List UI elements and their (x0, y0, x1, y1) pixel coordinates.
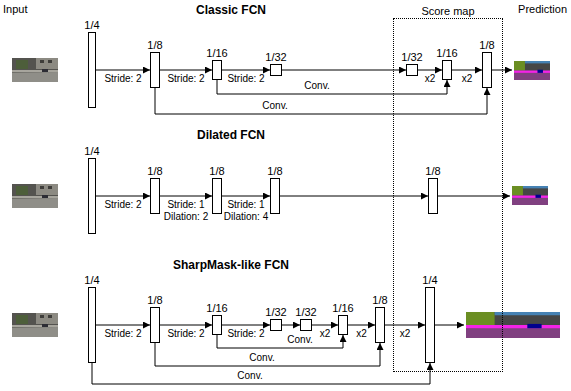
scale-label: 1/4 (84, 19, 99, 31)
row-title: SharpMask-like FCN (173, 258, 289, 272)
connector (160, 325, 212, 326)
edge-label: Stride: 2 (104, 328, 141, 340)
feature-map: 1/8 (212, 178, 222, 214)
feature-map: 1/4 (88, 287, 96, 363)
connector (222, 325, 270, 326)
feature-map: 1/32 (406, 64, 418, 76)
feature-map: 1/16 (212, 60, 222, 80)
connector (222, 196, 270, 197)
scale-label: 1/4 (422, 274, 437, 286)
input-image (12, 58, 58, 82)
score-map-region: Score map1/321/161/81/81/4 (393, 18, 503, 372)
input-image (12, 184, 58, 208)
scale-label: 1/8 (479, 39, 494, 51)
connector (155, 343, 380, 366)
column-header: Prediction (518, 2, 567, 16)
prediction-image (512, 186, 548, 205)
connector (96, 325, 150, 326)
edge-label: x2 (400, 328, 411, 340)
feature-map: 1/4 (88, 32, 96, 108)
output-arrow (435, 325, 464, 326)
scale-label: 1/8 (209, 165, 224, 177)
scale-label: 1/16 (436, 47, 457, 59)
scale-label: 1/32 (295, 306, 316, 318)
feature-map: 1/32 (270, 319, 282, 331)
feature-map: 1/16 (442, 60, 452, 80)
edge-label: Conv. (287, 334, 312, 346)
scale-label: 1/8 (147, 294, 162, 306)
connector (348, 325, 375, 326)
scale-label: 1/32 (265, 51, 286, 63)
edge-label: Stride: 2 (227, 73, 264, 85)
edge-label: Conv. (262, 100, 287, 112)
edge-label: Conv. (237, 370, 262, 382)
edge-label: Stride: 1 Dilation: 2 (161, 199, 211, 223)
connector (155, 88, 487, 114)
scale-label: 1/16 (206, 47, 227, 59)
scale-label: 1/16 (332, 302, 353, 314)
edge-label: x2 (356, 328, 367, 340)
feature-map: 1/4 (88, 158, 96, 234)
edge-label: Stride: 2 (227, 328, 264, 340)
scale-label: 1/8 (267, 165, 282, 177)
feature-map: 1/8 (482, 52, 492, 88)
feature-map: 1/32 (300, 319, 312, 331)
edge-label: Stride: 2 (104, 199, 141, 211)
scale-label: 1/4 (84, 145, 99, 157)
connector (282, 325, 300, 326)
edge-label: x2 (462, 73, 473, 85)
prediction-image (466, 312, 560, 338)
edge-label: Conv. (249, 352, 274, 364)
edge-label: x2 (320, 328, 331, 340)
edge-label: Stride: 2 (167, 73, 204, 85)
connector (312, 325, 338, 326)
edge-label: Stride: 2 (104, 73, 141, 85)
feature-map: 1/8 (375, 307, 385, 343)
output-arrow (438, 196, 510, 197)
connector (96, 70, 150, 71)
feature-map: 1/8 (150, 52, 160, 88)
connector (280, 196, 428, 197)
connector (385, 325, 425, 326)
row-title: Dilated FCN (197, 128, 265, 142)
connector (160, 196, 212, 197)
scale-label: 1/8 (372, 294, 387, 306)
edge-label: x2 (425, 73, 436, 85)
feature-map: 1/8 (428, 178, 438, 214)
connector (282, 70, 406, 71)
scale-label: 1/32 (265, 306, 286, 318)
prediction-image (514, 61, 550, 80)
connector (418, 70, 442, 71)
scale-label: 1/8 (147, 165, 162, 177)
connector (96, 196, 150, 197)
output-arrow (492, 70, 512, 71)
input-image (12, 313, 58, 337)
edge-label: Conv. (304, 80, 329, 92)
connector (222, 70, 270, 71)
column-header: Input (3, 2, 27, 16)
feature-map: 1/8 (150, 178, 160, 214)
scale-label: 1/8 (147, 39, 162, 51)
scale-label: 1/4 (84, 274, 99, 286)
row-title: Classic FCN (196, 3, 266, 17)
connector (452, 70, 482, 71)
connector (160, 70, 212, 71)
feature-map: 1/16 (338, 315, 348, 335)
feature-map: 1/32 (270, 64, 282, 76)
scale-label: Score map (421, 5, 474, 17)
edge-label: Stride: 1 Dilation: 4 (221, 199, 271, 223)
feature-map: 1/8 (150, 307, 160, 343)
feature-map: 1/4 (425, 287, 435, 363)
feature-map: 1/8 (270, 178, 280, 214)
scale-label: 1/16 (206, 302, 227, 314)
edge-label: Stride: 2 (167, 328, 204, 340)
scale-label: 1/8 (425, 165, 440, 177)
connector (92, 363, 430, 384)
scale-label: 1/32 (401, 51, 422, 63)
feature-map: 1/16 (212, 315, 222, 335)
